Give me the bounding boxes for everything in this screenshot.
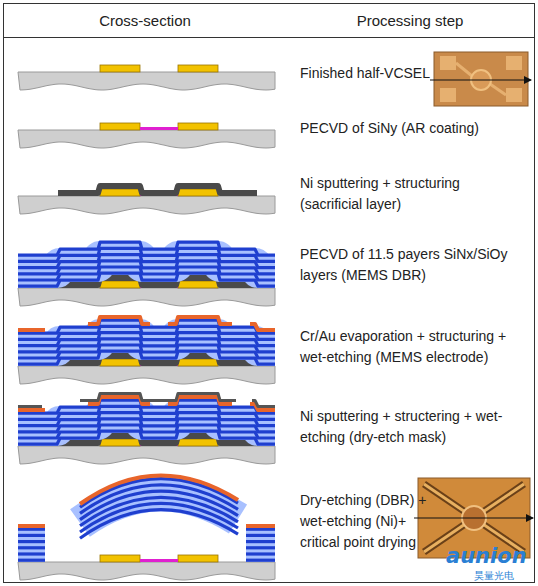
mems-electrode: [18, 328, 45, 332]
etch-mask: [80, 394, 236, 401]
step-text: Ni sputtering + structering + wet-etchin…: [300, 406, 532, 448]
contact-pad: [178, 281, 218, 288]
contact-pad: [100, 189, 140, 196]
cut-arrow: [414, 517, 533, 518]
contact-pad: [100, 555, 140, 562]
mems-electrode: [246, 524, 275, 528]
dbr-layer: [246, 552, 275, 555]
contact-pad: [100, 65, 140, 72]
mems-electrode: [168, 317, 232, 324]
dbr-layer: [246, 559, 275, 562]
cross-sections: [18, 65, 275, 580]
mems-electrode: [88, 317, 150, 324]
contact-pad: [100, 281, 140, 288]
photo-pad: [506, 56, 522, 70]
photo-trace: [490, 84, 506, 95]
photo-pad: [506, 88, 522, 102]
dbr-layer: [18, 540, 45, 543]
etch-mask: [18, 405, 42, 408]
contact-pad: [100, 359, 140, 366]
dbr-layer: [18, 546, 45, 549]
dbr-layer: [18, 242, 275, 255]
contact-pad: [178, 359, 218, 366]
contact-pad: [178, 65, 218, 72]
mems-electrode: [18, 408, 45, 412]
dbr-stack: [18, 528, 45, 562]
watermark: aunion: [446, 546, 534, 567]
dbr-layer: [18, 552, 45, 555]
dbr-layer: [246, 528, 275, 531]
step-text: PECVD of SiNy (AR coating): [300, 118, 530, 139]
contact-pad: [178, 123, 218, 130]
step-text: Finished half-VCSEL: [300, 63, 440, 84]
substrate: [18, 366, 275, 384]
membrane-layer: [80, 479, 238, 508]
contact-pad: [178, 189, 218, 196]
mems-electrode: [18, 524, 45, 528]
column-header: Processing step: [320, 10, 500, 31]
table-border: [4, 4, 535, 583]
cut-arrow: [430, 79, 531, 80]
etch-mask: [252, 401, 275, 407]
sacrificial-nickel: [58, 186, 257, 193]
photo-background: [434, 52, 528, 106]
dbr-stack: [246, 528, 275, 562]
header-rule: [4, 37, 535, 38]
contact-pad: [100, 439, 140, 446]
dbr-layer: [246, 540, 275, 543]
substrate: [18, 130, 275, 148]
contact-pad: [178, 555, 218, 562]
dbr-layer: [18, 528, 45, 531]
substrate: [18, 446, 275, 464]
contact-pad: [178, 439, 218, 446]
mems-electrode: [250, 324, 275, 330]
step-text: Ni sputtering + structuring (sacrificial…: [300, 173, 500, 215]
column-header: Cross-section: [60, 10, 230, 31]
dbr-layer: [246, 546, 275, 549]
dbr-layer: [246, 534, 275, 537]
substrate: [18, 196, 275, 214]
step-text: Dry-etching (DBR) + wet-etching (Ni)+ cr…: [300, 490, 440, 553]
substrate: [18, 562, 275, 580]
contact-pad: [100, 123, 140, 130]
chip-photo: [430, 52, 531, 106]
ar-coating: [140, 127, 178, 130]
step-text: PECVD of 11.5 payers SiNx/SiOy layers (M…: [300, 244, 532, 286]
step-text: Cr/Au evaporation + structuring + wet-et…: [300, 326, 532, 368]
watermark: 昊量光电: [474, 569, 536, 582]
substrate: [18, 288, 275, 306]
dbr-layer: [18, 534, 45, 537]
substrate: [18, 72, 275, 90]
photo-trace: [456, 63, 472, 76]
photo-pad: [440, 56, 456, 70]
ar-coating: [140, 559, 178, 562]
photo-pad: [440, 88, 456, 102]
dbr-layer: [18, 559, 45, 562]
membrane-electrode: [80, 475, 238, 504]
